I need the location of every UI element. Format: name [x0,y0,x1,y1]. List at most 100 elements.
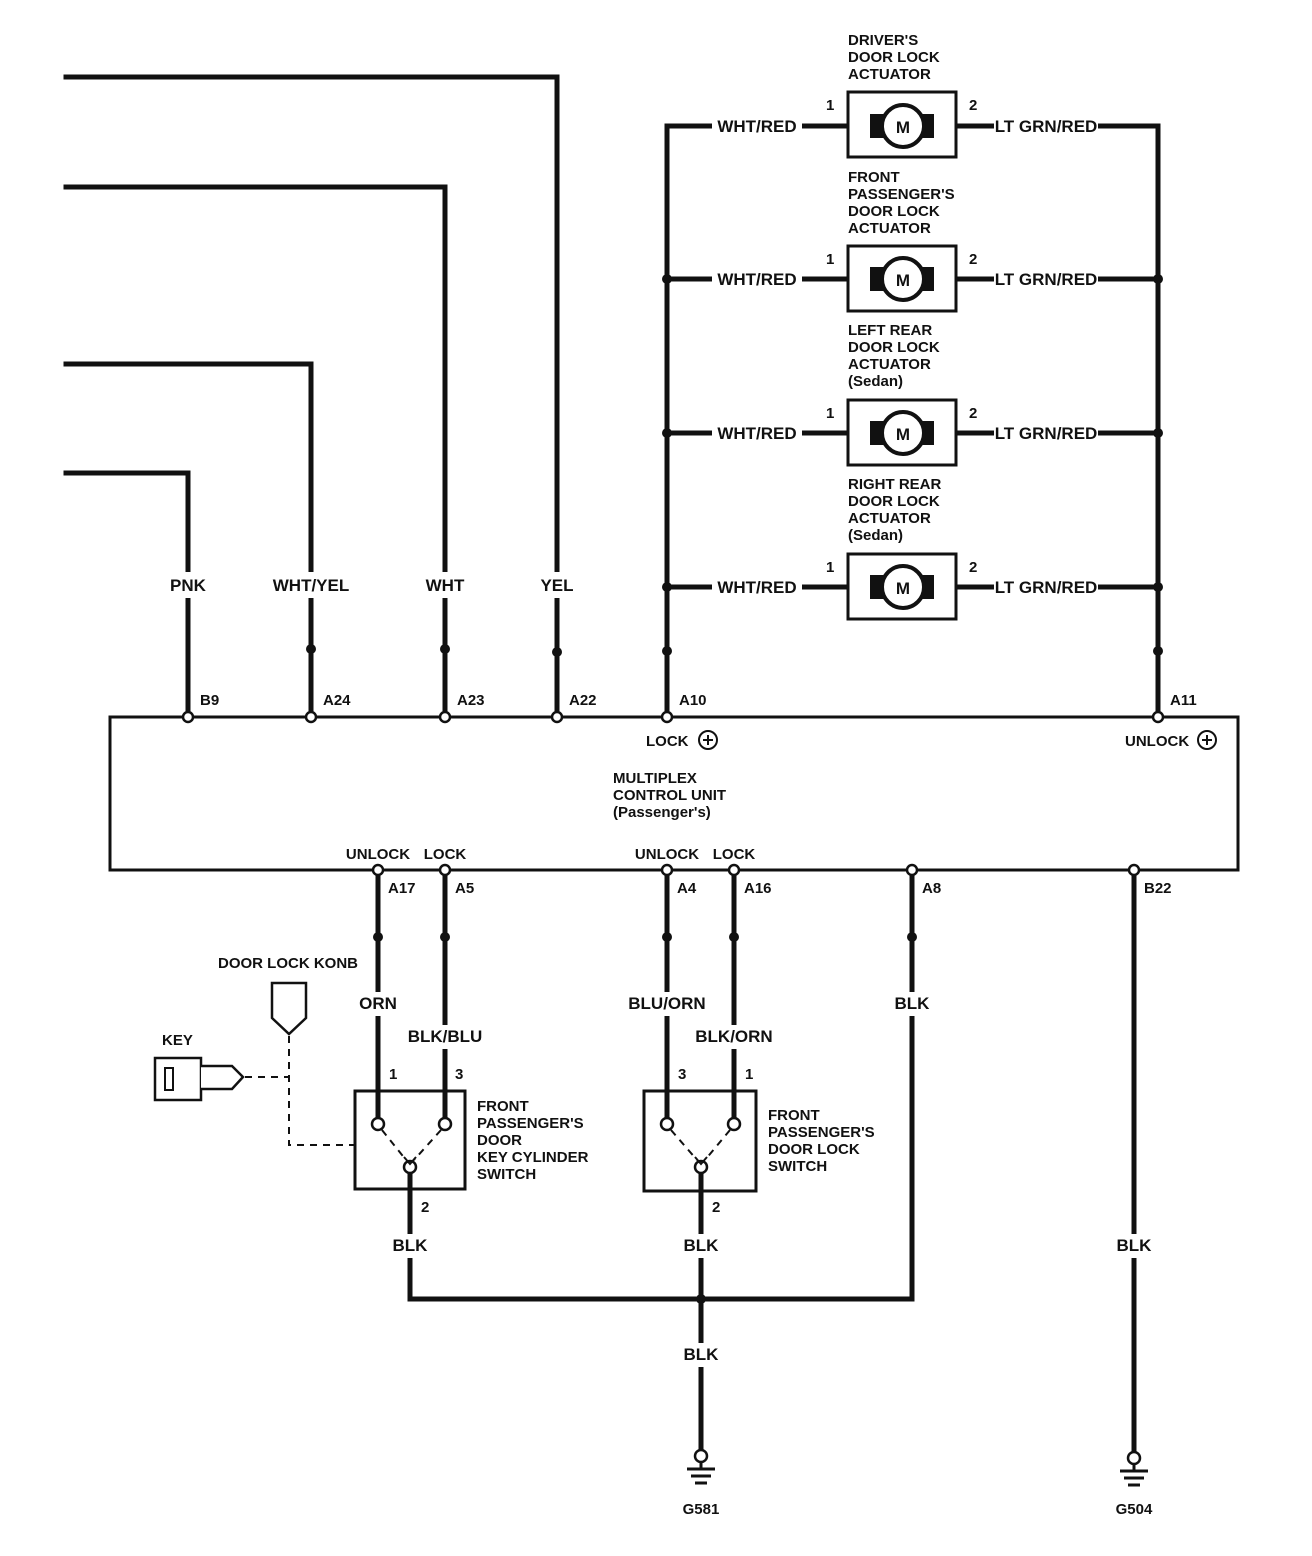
wire-label-blu-orn: BLU/ORN [628,994,705,1013]
svg-text:(Sedan): (Sedan) [848,373,903,390]
svg-text:(Passenger's): (Passenger's) [613,804,711,821]
svg-text:DOOR LOCK: DOOR LOCK [848,203,940,220]
svg-text:ACTUATOR: ACTUATOR [848,220,931,237]
svg-text:PASSENGER'S: PASSENGER'S [768,1124,875,1141]
wire-label-orn: ORN [359,994,397,1013]
svg-text:ACTUATOR: ACTUATOR [848,66,931,83]
svg-text:ACTUATOR: ACTUATOR [848,356,931,373]
svg-text:FRONT: FRONT [768,1107,820,1124]
terminal-b9: B9 [200,692,219,709]
svg-text:ACTUATOR: ACTUATOR [848,510,931,527]
blk-a8-wire [407,867,915,1302]
pin-2: 2 [712,1199,720,1216]
wire-label-blk: BLK [684,1345,720,1364]
front-passengers-door-lock-actuator: FRONT PASSENGER'S DOOR LOCK ACTUATOR M W… [712,169,1098,313]
svg-text:DOOR LOCK KONB: DOOR LOCK KONB [218,955,358,972]
terminal-a24: A24 [323,692,351,709]
function-unlock: UNLOCK [346,846,410,863]
wire-label-blk-blu: BLK/BLU [408,1027,483,1046]
ground-icon: G581 [683,1501,720,1518]
wire-label-blk: BLK [393,1236,429,1255]
key-icon: KEY [153,1032,245,1102]
right-rear-door-lock-actuator: RIGHT REAR DOOR LOCK ACTUATOR (Sedan) M … [712,476,1098,621]
motor-icon: M [896,118,910,137]
wht-wire [63,184,448,720]
pin-3: 3 [455,1066,463,1083]
terminal-a8: A8 [922,880,941,897]
function-lock: LOCK [713,846,756,863]
drivers-door-lock-actuator: DRIVER'S DOOR LOCK ACTUATOR M WHT/RED LT… [712,32,1098,159]
wht-yel-wire [63,361,314,720]
front-passengers-door-lock-switch: 3 1 2 FRONT PASSENGER'S DOOR LOCK SWITCH [642,1066,875,1216]
yel-wire [63,74,560,720]
wire-label-wht: WHT [426,576,465,595]
svg-text:LEFT REAR: LEFT REAR [848,322,932,339]
wire-label-blk: BLK [895,994,931,1013]
terminal-a16: A16 [744,880,772,897]
ground-g504: G504 [1116,1450,1153,1518]
svg-text:FRONT: FRONT [477,1098,529,1115]
ground-g581: G581 [683,1448,720,1518]
svg-text:DOOR LOCK: DOOR LOCK [768,1141,860,1158]
wire-label-pnk: PNK [170,576,207,595]
svg-text:SWITCH: SWITCH [477,1166,536,1183]
door-lock-knob: DOOR LOCK KONB [218,955,358,1036]
multiplex-control-unit: MULTIPLEX CONTROL UNIT (Passenger's) LOC… [108,692,1240,897]
wire-label-wht-red: WHT/RED [717,270,796,289]
wire-label-wht-yel: WHT/YEL [273,576,350,595]
wire-label-blk-orn: BLK/ORN [695,1027,772,1046]
pin-1: 1 [745,1066,753,1083]
svg-text:(Sedan): (Sedan) [848,527,903,544]
terminal-a17: A17 [388,880,416,897]
svg-text:1: 1 [826,251,834,268]
function-unlock: UNLOCK [635,846,699,863]
wire-label-lt-grn-red: LT GRN/RED [995,117,1098,136]
wire-label-lt-grn-red: LT GRN/RED [995,578,1098,597]
wire-label-lt-grn-red: LT GRN/RED [995,424,1098,443]
ground-icon: G504 [1116,1501,1153,1518]
terminal-b22: B22 [1144,880,1172,897]
left-rear-door-lock-actuator: LEFT REAR DOOR LOCK ACTUATOR (Sedan) M W… [712,322,1098,467]
pin-2: 2 [421,1199,429,1216]
pin-3: 3 [678,1066,686,1083]
svg-text:2: 2 [969,405,977,422]
wire-label-wht-red: WHT/RED [717,424,796,443]
function-lock: LOCK [424,846,467,863]
svg-text:2: 2 [969,559,977,576]
lock-label: LOCK [646,733,689,750]
svg-text:DOOR LOCK: DOOR LOCK [848,339,940,356]
svg-text:FRONT: FRONT [848,169,900,186]
svg-text:DOOR LOCK: DOOR LOCK [848,493,940,510]
svg-text:DOOR: DOOR [477,1132,522,1149]
terminal-a4: A4 [677,880,697,897]
svg-text:2: 2 [969,251,977,268]
wire-label-blk: BLK [1117,1236,1153,1255]
motor-icon: M [896,579,910,598]
motor-icon: M [896,271,910,290]
svg-text:CONTROL UNIT: CONTROL UNIT [613,787,726,804]
pin-1: 1 [389,1066,397,1083]
wire-label-wht-red: WHT/RED [717,578,796,597]
svg-text:1: 1 [826,97,834,114]
svg-text:KEY: KEY [162,1032,193,1049]
unlock-label: UNLOCK [1125,733,1189,750]
terminal-a23: A23 [457,692,485,709]
terminal-a5: A5 [455,880,474,897]
front-passengers-door-key-cylinder-switch: 1 3 2 FRONT PASSENGER'S DOOR KEY CYLINDE… [353,1066,589,1216]
terminal-a11: A11 [1170,692,1197,709]
svg-text:SWITCH: SWITCH [768,1158,827,1175]
wire-label-lt-grn-red: LT GRN/RED [995,270,1098,289]
svg-text:2: 2 [969,97,977,114]
svg-text:1: 1 [826,559,834,576]
svg-text:PASSENGER'S: PASSENGER'S [848,186,955,203]
svg-text:RIGHT REAR: RIGHT REAR [848,476,942,493]
wire-label-wht-red: WHT/RED [717,117,796,136]
svg-text:1: 1 [826,405,834,422]
wire-label-blk: BLK [684,1236,720,1255]
wire-label-yel: YEL [540,576,573,595]
terminal-a22: A22 [569,692,597,709]
svg-text:KEY CYLINDER: KEY CYLINDER [477,1149,589,1166]
svg-text:DOOR LOCK: DOOR LOCK [848,49,940,66]
svg-text:DRIVER'S: DRIVER'S [848,32,918,49]
